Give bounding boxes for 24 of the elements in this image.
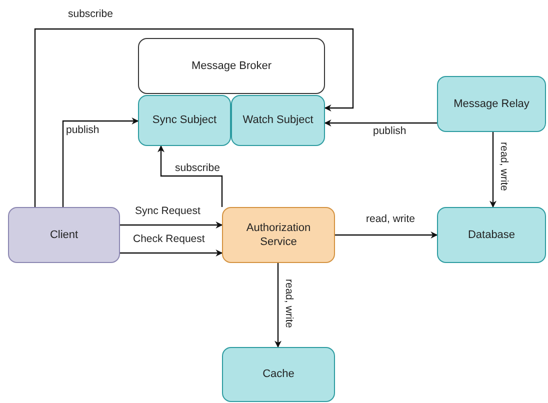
- process-box: Authorization Service: [222, 207, 335, 263]
- edge-label: publish: [66, 125, 100, 137]
- arrow: [490, 132, 496, 208]
- edge-label: read, write: [497, 142, 509, 192]
- process-box: Watch Subject: [231, 95, 325, 146]
- arrow: [158, 145, 223, 207]
- process-box: Database: [437, 207, 546, 263]
- arrow: [324, 120, 437, 126]
- process-box: Sync Subject: [138, 95, 231, 146]
- arrow: [120, 250, 223, 256]
- arrow: [120, 222, 223, 228]
- edge-label: publish: [373, 126, 406, 138]
- process-box: Message Relay: [437, 76, 546, 132]
- process-box: Client: [8, 207, 120, 263]
- edge-label: read, write: [282, 279, 294, 328]
- arrow: [62, 118, 139, 207]
- edge-label: Sync Request: [135, 206, 200, 218]
- arrow: [335, 232, 438, 238]
- arrow: [34, 28, 354, 207]
- arrow: [274, 263, 282, 348]
- edge-label: read, write: [366, 214, 416, 226]
- process-box: Cache: [222, 347, 335, 402]
- process-box: Message Broker: [138, 38, 325, 94]
- edge-label: Check Request: [133, 234, 205, 246]
